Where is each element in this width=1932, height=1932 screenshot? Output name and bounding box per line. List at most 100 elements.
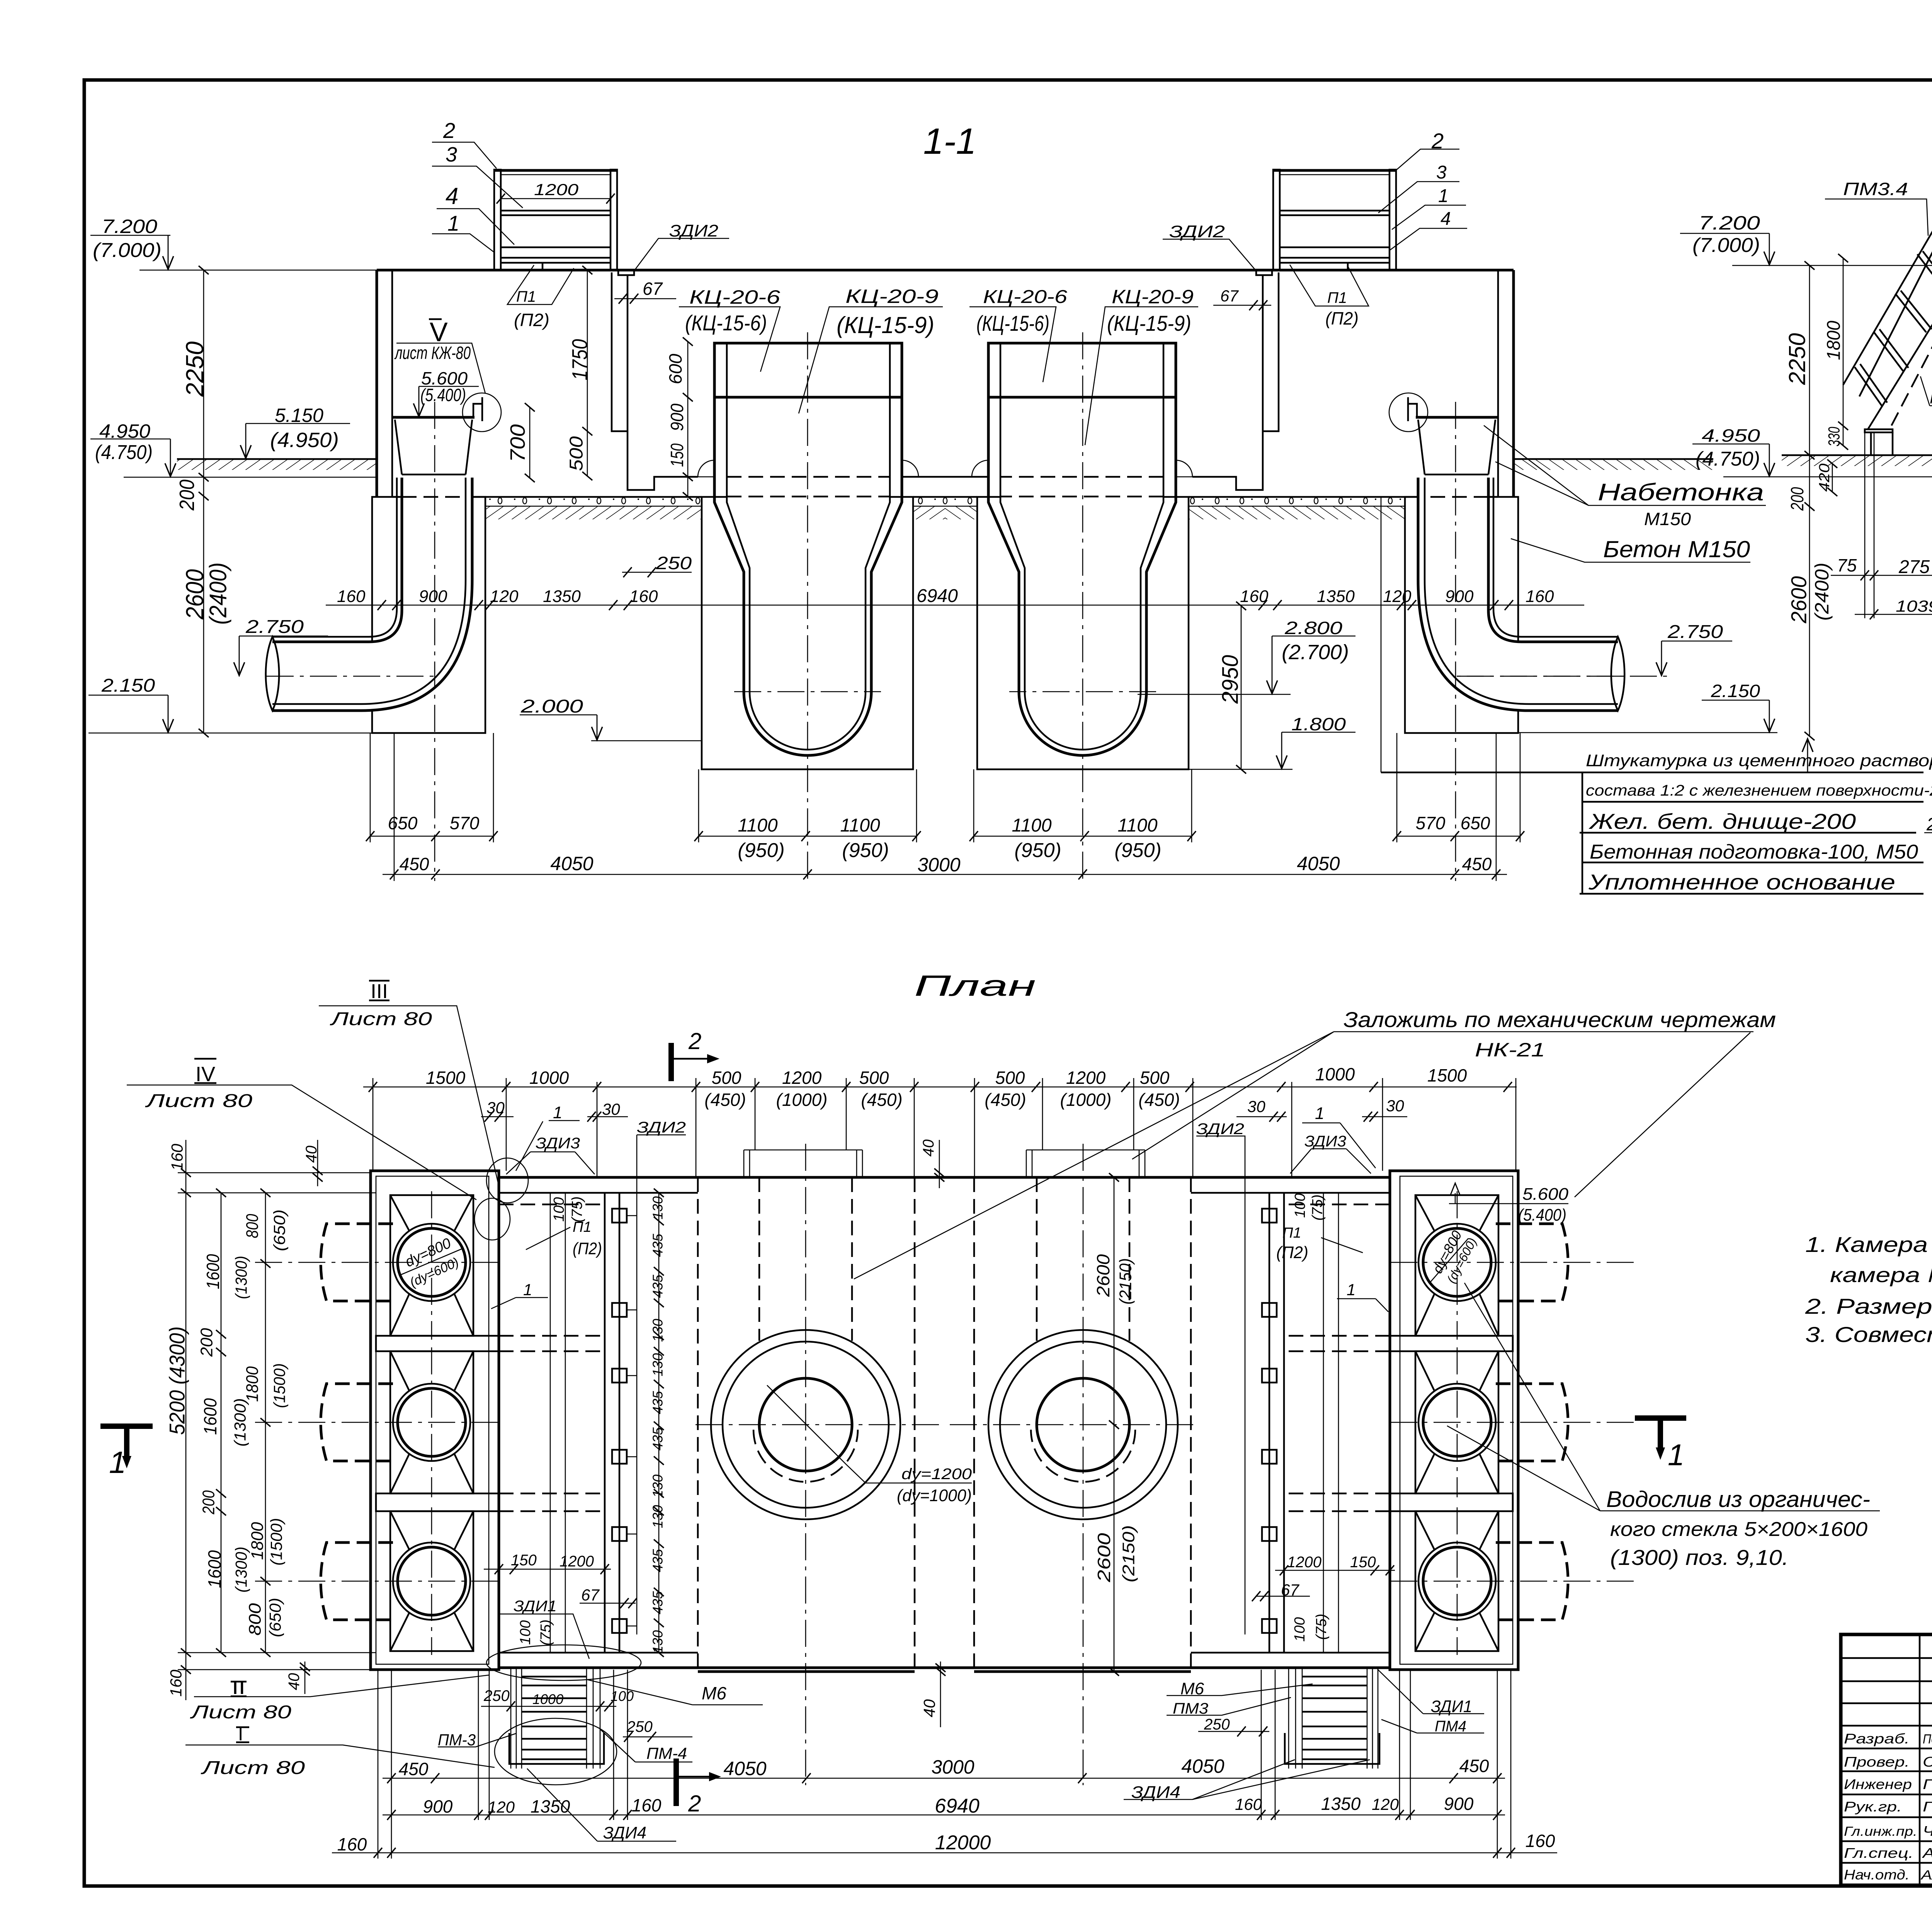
detail-ref-i-sheet: Лист 80 — [201, 1758, 305, 1778]
elev-bottom-right: 2.150 — [1711, 681, 1760, 701]
slab-offset-bottom-left: 100 — [517, 1620, 534, 1645]
detail-ref-i-number: I — [238, 1724, 243, 1745]
plan-dim-top-alt-1: (1000) — [776, 1090, 828, 1110]
elev-pit-rim-alt: (5.400) — [420, 385, 466, 405]
zdi2-left-callout: ЗДИ2 — [637, 1119, 686, 1136]
s22-dim-lower-alt: (2400) — [1811, 563, 1833, 621]
elev-pit-rim-value: 5.600 — [421, 368, 468, 388]
s22-dim-slab: 200 — [1787, 487, 1807, 511]
elev-pipe-right: 2.750 — [1667, 622, 1723, 642]
left-dim-b-1: 1800 — [243, 1366, 262, 1402]
dim-pit-570-right: 570 — [1416, 813, 1446, 833]
bracket-dim-1: 435 — [650, 1233, 666, 1257]
detail-ref-sheet: лист КЖ-80 — [394, 343, 471, 363]
elev-roof-value: 7.200 — [102, 216, 157, 237]
legend-compacted-base: Уплотненное основание — [1588, 870, 1895, 894]
s22-elev-roof-value: 7.200 — [1699, 212, 1760, 234]
bottom-left-zdi4: ЗДИ4 — [603, 1823, 646, 1842]
dim-top-row-7: 1350 — [1317, 587, 1355, 606]
detail-ref-iii-sheet: Лист 80 — [330, 1009, 432, 1029]
s22-dim-ladder: 1800 — [1824, 321, 1844, 360]
platform-left-callout-1: 1 — [447, 211, 459, 235]
weir-note-line-2: кого стекла 5×200×1600 — [1610, 1518, 1867, 1541]
plan-dim-top-alt-2: (450) — [861, 1090, 902, 1110]
s22-dim-step: 330 — [1825, 427, 1843, 446]
elev-roof-alt: (7.000) — [93, 239, 162, 262]
left-dim-b-3: 800 — [246, 1603, 265, 1636]
dim-250: 250 — [656, 553, 692, 573]
bottom-right-pm3: ПМ3 — [1173, 1700, 1208, 1717]
layers-legend: Штукатурка из цементного раствора состав… — [1381, 739, 1932, 895]
legend-rc-bottom: Жел. бет. днище-200 — [1588, 809, 1856, 833]
signature-name-6: Альтшуллер — [1920, 1868, 1932, 1883]
plan-dim-top-alt-5: (450) — [1138, 1090, 1180, 1110]
bottom-right-zdi4: ЗДИ4 — [1131, 1783, 1180, 1802]
dim-900: 900 — [667, 403, 687, 431]
ring-3-mark: КЦ-20-6 — [983, 287, 1067, 307]
signature-role-3: Рук.гр. — [1844, 1799, 1902, 1815]
plan-dim-b3-2: 160 — [1526, 1831, 1555, 1851]
plan-title: План — [914, 969, 1036, 1002]
plan-dim-b1-3: 4050 — [1181, 1755, 1224, 1777]
bottom-right-pm4: ПМ4 — [1435, 1718, 1466, 1735]
plan-dim-top-8: 1000 — [1315, 1064, 1355, 1084]
elev-shaft-axis-value: 2.800 — [1284, 618, 1343, 638]
slab-left-mark: П1 — [516, 288, 536, 305]
left-dim-b-0: 800 — [243, 1214, 262, 1238]
bracket-dim-5: 435 — [650, 1391, 666, 1414]
plan-dim-67-left: 67 — [581, 1586, 600, 1604]
bottom-left-m6: М6 — [702, 1683, 726, 1703]
stair-dim-100: 100 — [611, 1688, 634, 1704]
s22-dim-420: 420 — [1816, 464, 1833, 492]
plan-dim-b2-6: 1350 — [1321, 1794, 1361, 1814]
dim-overall-1: 4050 — [550, 853, 593, 874]
tank-pipe-dn-alt: (dy=1000) — [897, 1486, 972, 1505]
corridor-dim-right-1200: 1200 — [1287, 1554, 1321, 1571]
dim-shaft-alt-3: (950) — [1114, 839, 1161, 862]
legend-plaster-mix: состава 1:2 с железнением поверхности-20 — [1586, 782, 1932, 799]
offset-top-wall-160: 160 — [168, 1143, 186, 1171]
elev-shaft-base: 1.800 — [1291, 714, 1346, 734]
dim-top-row-8: 120 — [1383, 587, 1412, 606]
gap-dim-30-a: 30 — [486, 1099, 505, 1117]
zdi2-right-callout: ЗДИ2 — [1196, 1121, 1244, 1138]
plan-dim-b2-4: 6940 — [935, 1795, 980, 1817]
left-dim-b-2: 1800 — [248, 1522, 267, 1560]
section-mark-1-right: 1 — [1668, 1438, 1684, 1472]
plan-slab-right-mark: П1 — [1282, 1225, 1301, 1241]
plan-dim-b2-1: 120 — [488, 1798, 515, 1816]
legend-plaster: Штукатурка из цементного раствора — [1586, 751, 1932, 770]
left-dim-a-3: 200 — [199, 1490, 218, 1515]
dim-top-row-5: 6940 — [917, 586, 958, 606]
dim-shaft-2: 1100 — [1012, 815, 1052, 836]
dim-150: 150 — [667, 443, 687, 467]
s22-elev-floor-value: 4.950 — [1702, 425, 1760, 446]
offset-bottom-wall-160: 160 — [167, 1669, 185, 1697]
platform-right-callout-2: 2 — [1431, 129, 1444, 153]
offset-bottom-left-40: 40 — [286, 1673, 303, 1690]
plan-slab-left-mark: П1 — [573, 1219, 592, 1235]
bracket-dim-2: 435 — [650, 1274, 666, 1298]
plan-width-total: 5200 (4300) — [165, 1327, 189, 1435]
plan-dim-67-right: 67 — [1281, 1581, 1299, 1599]
embedded-part-right: ЗДИ2 — [1169, 222, 1225, 241]
ring-4-mark: КЦ-20-9 — [1112, 286, 1194, 308]
plan-dim-b2-8: 900 — [1444, 1794, 1474, 1814]
corridor-dim-right-150: 150 — [1350, 1554, 1376, 1571]
signature-role-0: Разраб. — [1844, 1731, 1910, 1747]
concrete-label: Бетон М150 — [1603, 536, 1750, 562]
mech-ref: НК-21 — [1475, 1039, 1545, 1061]
plan-dim-b2-0: 900 — [423, 1796, 453, 1816]
gap-dim-30-d: 30 — [1386, 1097, 1404, 1115]
detail-ref-number: V — [430, 317, 448, 347]
stair-dim-250-a: 250 — [483, 1687, 510, 1704]
platform-left-callout-2: 2 — [443, 118, 455, 143]
dim-2950: 2950 — [1218, 655, 1243, 704]
left-dim-a-alt-2: (1300) — [232, 1547, 250, 1593]
bracket-dim-7: 130 — [650, 1475, 666, 1498]
plan-dim-b2-5: 160 — [1235, 1795, 1262, 1813]
dim-overall-2: 3000 — [917, 854, 960, 876]
section-2-2-annotations: 2-2 2 3 1 4 ПМ3.4 ЗДИ2 М6 7.200 (7.000) … — [1680, 179, 1932, 834]
dim-top-row-9: 900 — [1445, 587, 1474, 606]
